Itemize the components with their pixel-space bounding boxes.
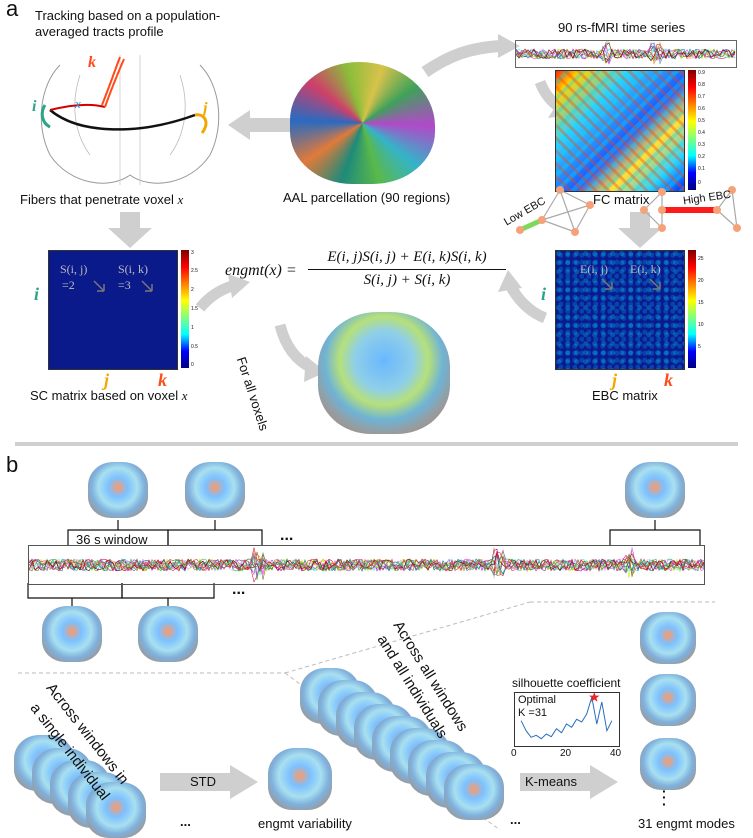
ebc-e-ij: E(i, j) (580, 262, 608, 276)
optimal-k-marker (589, 692, 600, 702)
ebc-colorbar (688, 250, 696, 368)
panel-a-letter: a (6, 0, 19, 21)
fc-colorbar-ticks: 0.9 0.8 0.7 0.6 0.5 0.4 0.3 0.2 0.1 0 (698, 70, 705, 186)
fc-caption: FC matrix (593, 192, 650, 207)
window-brain-3 (625, 462, 685, 518)
silhouette-tick-40: 40 (610, 748, 622, 759)
timeseries-trace (29, 547, 704, 579)
variability-brain (268, 748, 332, 810)
panel-a-arrows (108, 34, 662, 382)
variability-caption: engmt variability (258, 816, 352, 831)
timeseries-trace (29, 551, 704, 573)
sc-caption: SC matrix based on voxel x (30, 388, 188, 403)
ellipsis-bottom: ... (232, 581, 246, 598)
ebc-col-j: j (612, 370, 618, 390)
kmeans-arrow (520, 765, 618, 799)
ebc-matrix (555, 250, 685, 370)
sc-value-3: =3 (118, 278, 131, 292)
tracking-title-2: averaged tracts profile (35, 24, 164, 39)
fiber-tract-diagram (40, 55, 220, 185)
silhouette-line (520, 697, 613, 740)
fibers-caption: Fibers that penetrate voxel x (20, 192, 184, 207)
sc-matrix (48, 250, 178, 370)
std-arrow (160, 765, 258, 799)
ebc-e-ik: E(i, k) (630, 262, 661, 276)
ebc-row-i: i (541, 284, 547, 304)
sc-pointer-arrows (93, 280, 153, 292)
modes-caption: 31 engmt modes (638, 816, 735, 831)
timeseries-trace (29, 550, 704, 580)
node-j-label: j (203, 100, 208, 117)
sc-colorbar (181, 250, 189, 368)
window-brain-1 (88, 462, 148, 518)
arrow-aal-to-fibers (228, 110, 290, 140)
arrow-fc-to-ebc (618, 212, 662, 248)
node-i-label: i (32, 98, 37, 115)
node-x-label: x (75, 96, 81, 111)
timeseries-trace (516, 43, 736, 61)
silhouette-tick-0: 0 (511, 748, 517, 759)
timeseries-trace (516, 47, 736, 64)
sc-value-2: =2 (62, 278, 75, 292)
low-ebc-graph (516, 186, 594, 236)
silhouette-frame (514, 692, 620, 747)
ebc-pointer-arrows (601, 278, 661, 290)
sc-colorbar-ticks: 3 2.5 2 1.5 1 0.5 0 (191, 250, 198, 368)
engmt-coronal-brain (318, 312, 450, 434)
sc-col-k: k (158, 370, 167, 390)
window-brain-5 (138, 606, 198, 662)
modes-vertical-dots: ··· (662, 783, 667, 812)
panel-divider (15, 442, 738, 446)
sc-row-i: i (34, 284, 40, 304)
formula-lhs: engmt(x) = (225, 262, 297, 279)
formula-fraction-bar (308, 269, 506, 270)
fc-matrix (555, 70, 685, 192)
arrow-fibers-to-sc (108, 212, 152, 248)
ebc-caption: EBC matrix (592, 388, 658, 403)
window-brain-2 (185, 462, 245, 518)
silhouette-title: silhouette coefficient (512, 676, 621, 690)
rs-fmri-timeseries (515, 40, 737, 68)
tracking-title-1: Tracking based on a population- (35, 8, 221, 23)
ebc-col-k: k (664, 370, 673, 390)
timeseries-trace (516, 45, 736, 65)
optimal-k-star (589, 692, 600, 702)
formula-numerator: E(i, j)S(i, j) + E(i, k)S(i, k) (327, 249, 487, 265)
kmeans-label: K-means (525, 774, 578, 789)
std-label: STD (190, 774, 216, 789)
stack-all-9 (444, 764, 504, 820)
ellipsis-top: ... (280, 527, 294, 544)
fc-colorbar (688, 70, 696, 190)
arrow-ebc-to-formula (498, 270, 522, 292)
arrow-formula-to-brain (304, 356, 326, 382)
optimal-k-text: Optimal K =31 (518, 694, 556, 719)
window-brain-4 (42, 606, 102, 662)
rs-fmri-title: 90 rs-fMRI time series (558, 20, 686, 35)
silhouette-chart (514, 692, 620, 747)
aal-parcellation-brain (290, 62, 435, 184)
high-ebc-graph (640, 186, 741, 232)
arrow-to-rsfmri (498, 34, 520, 58)
sc-s-ij: S(i, j) (60, 262, 88, 276)
sc-col-j: j (104, 370, 110, 390)
silhouette-tick-20: 20 (560, 748, 572, 759)
long-timeseries (28, 545, 705, 585)
arrow-sc-to-formula (228, 274, 250, 298)
timeseries-trace (516, 47, 736, 64)
mode-brain-3 (640, 738, 696, 790)
node-k-label: k (88, 54, 96, 71)
ellipsis-single: ... (180, 814, 191, 829)
ebc-colorbar-ticks: 25 20 15 10 5 (698, 256, 704, 350)
mode-brain-2 (640, 674, 696, 726)
sc-s-ik: S(i, k) (118, 262, 148, 276)
stack-single-5 (86, 782, 146, 838)
ellipsis-all: ... (510, 812, 521, 827)
window-label: 36 s window (76, 532, 148, 547)
aal-caption: AAL parcellation (90 regions) (283, 190, 451, 205)
panel-b-letter: b (6, 452, 19, 477)
mode-brain-1 (640, 612, 696, 664)
formula-denominator: S(i, j) + S(i, k) (363, 272, 451, 288)
